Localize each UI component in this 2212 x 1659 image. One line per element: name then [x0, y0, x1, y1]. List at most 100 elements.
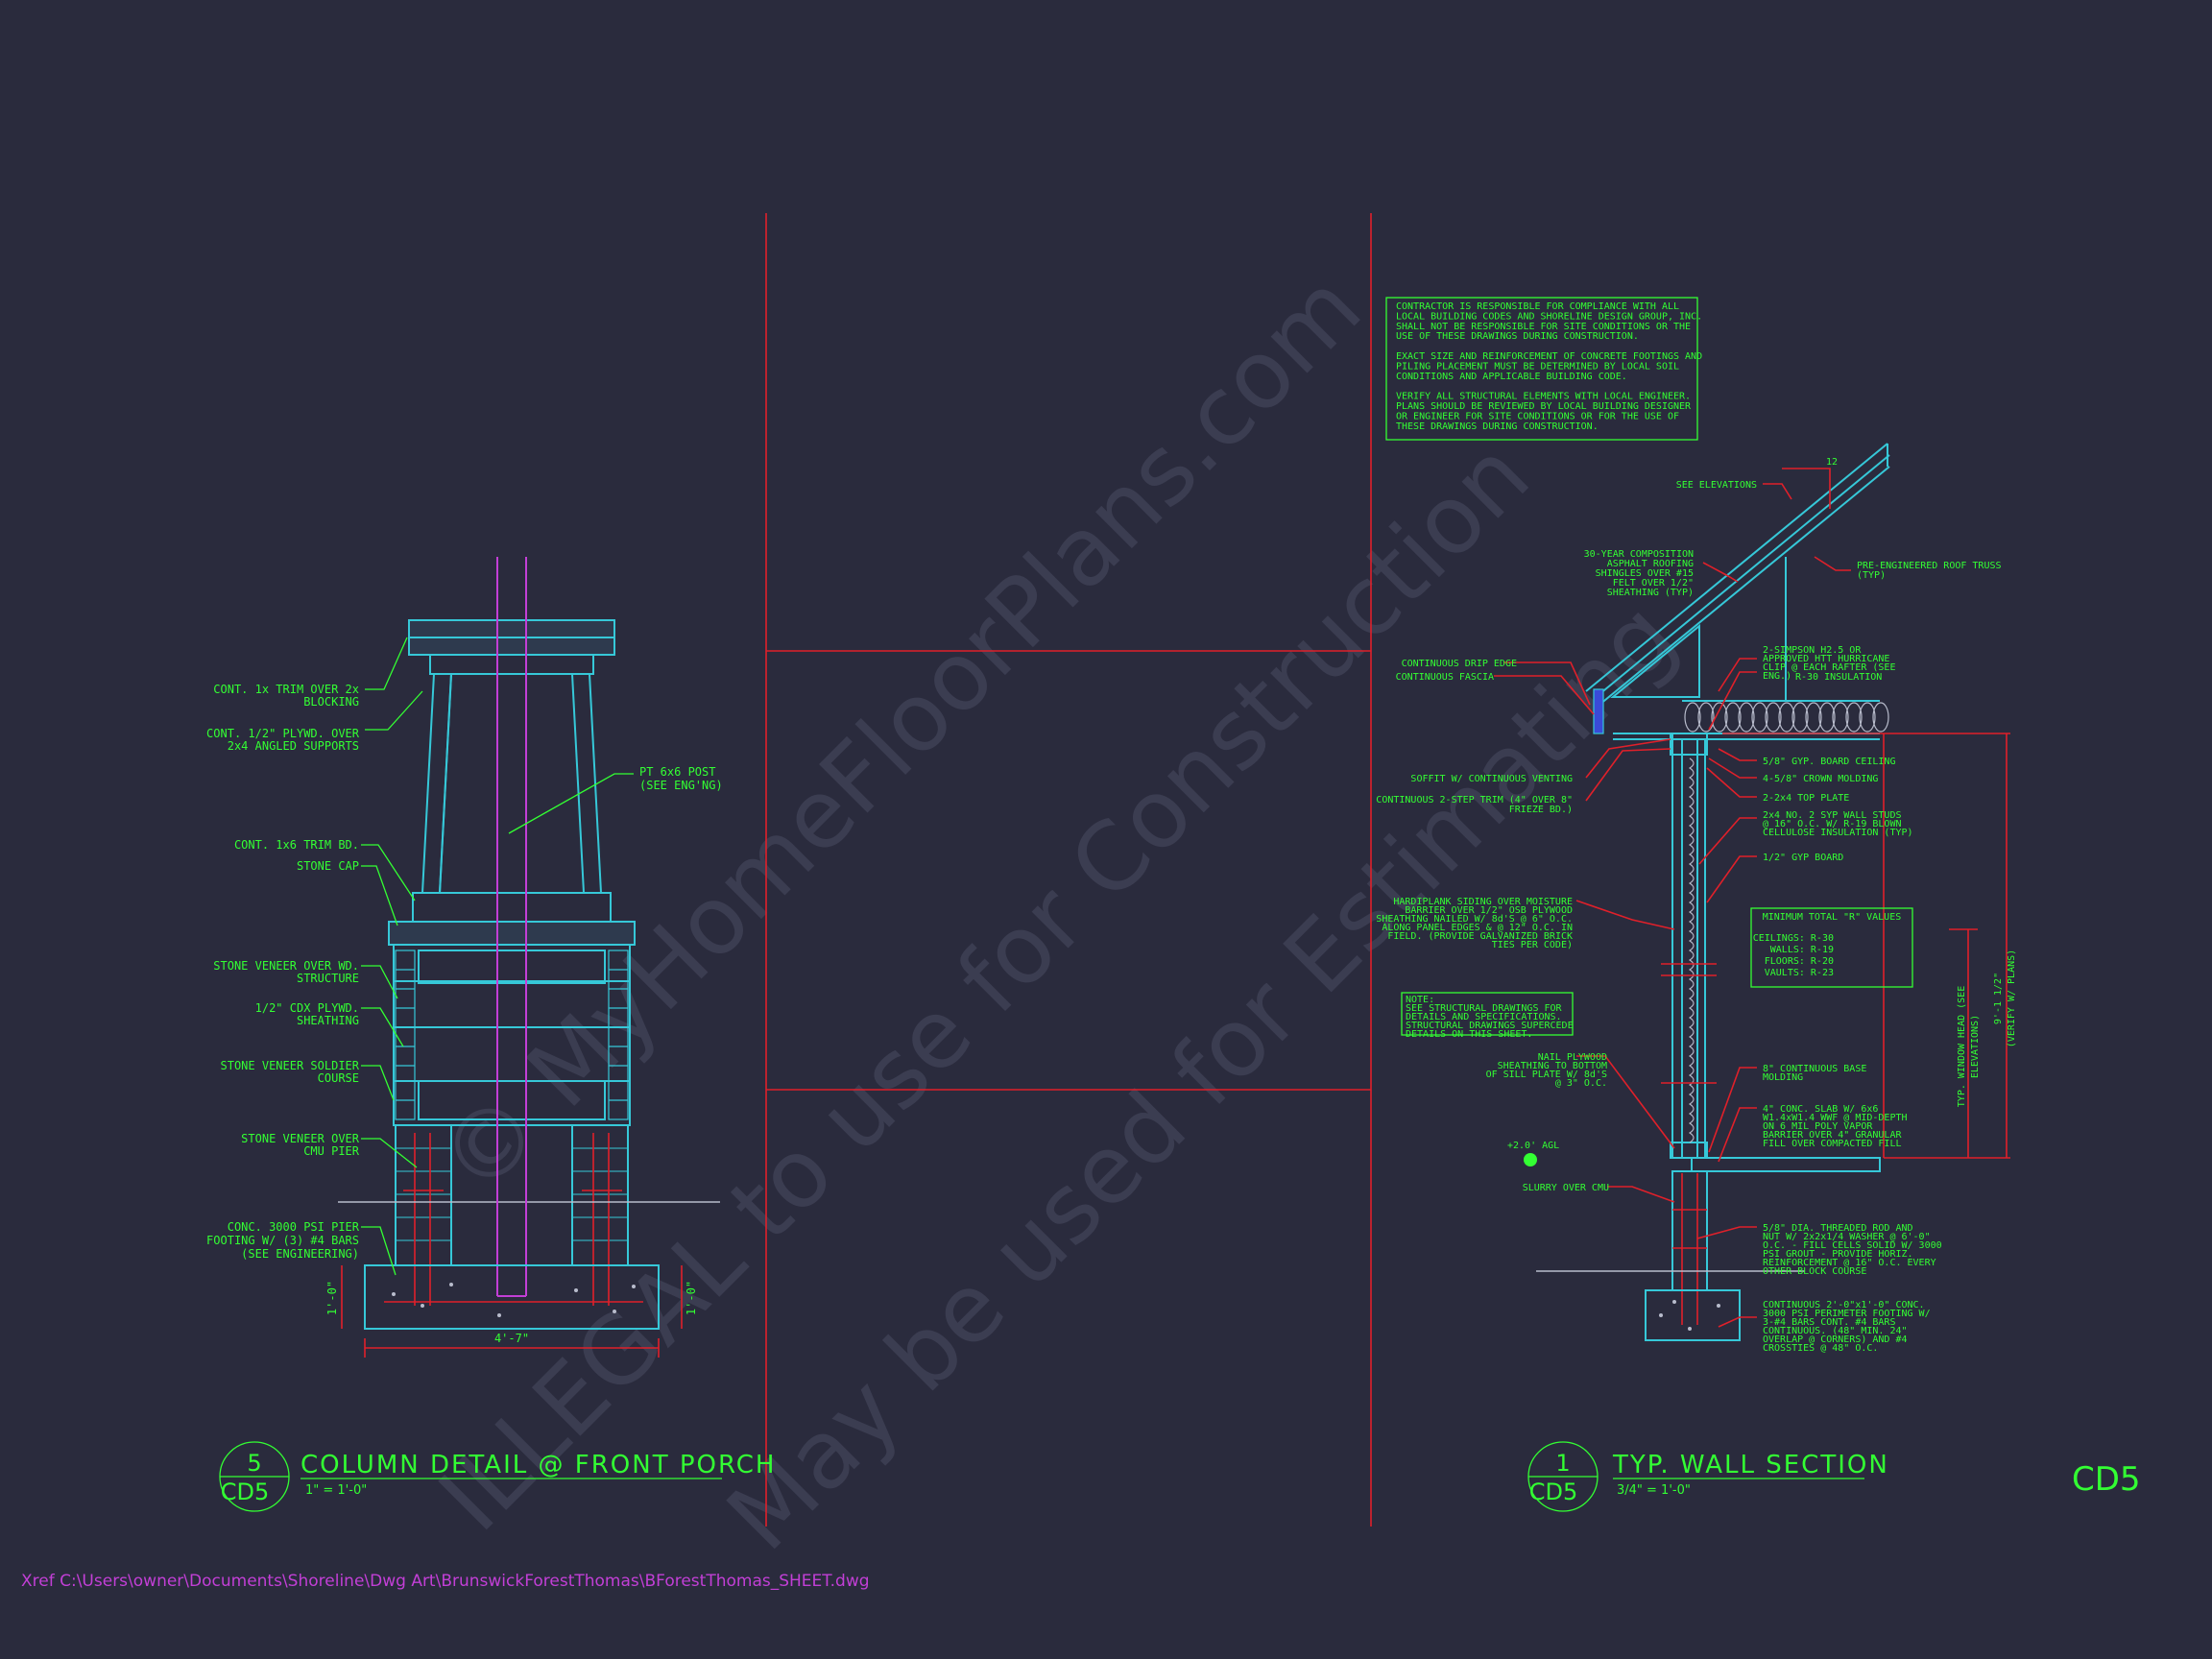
label-trim-blocking-2: BLOCKING	[303, 695, 359, 709]
label-ftg-3: 3-#4 BARS CONT. #4 BARS	[1763, 1317, 1895, 1328]
label-r-ceilings: CEILINGS: R-30	[1753, 933, 1834, 944]
general-note-line: THESE DRAWINGS DURING CONSTRUCTION.	[1396, 421, 1599, 432]
label-ftg-4: CONTINUOUS. (48" MIN. 24"	[1763, 1326, 1908, 1336]
batt-loop	[1684, 702, 1701, 733]
general-note-line: VERIFY ALL STRUCTURAL ELEMENTS WITH LOCA…	[1396, 392, 1691, 402]
general-note-line: EXACT SIZE AND REINFORCEMENT OF CONCRETE…	[1396, 351, 1702, 362]
label-soffit: SOFFIT W/ CONTINUOUS VENTING	[1410, 774, 1573, 784]
label-note-5: DETAILS ON THIS SHEET.	[1406, 1029, 1532, 1040]
label-ftg-1: CONTINUOUS 2'-0"x1'-0" CONC.	[1763, 1300, 1925, 1310]
general-note-line: SHALL NOT BE RESPONSIBLE FOR SITE CONDIT…	[1396, 322, 1691, 332]
general-note-line: PILING PLACEMENT MUST BE DETERMINED BY L…	[1396, 361, 1679, 372]
label-rod-5: REINFORCEMENT @ 16" O.C. EVERY	[1763, 1258, 1936, 1268]
label-top-plate: 2-2x4 TOP PLATE	[1763, 793, 1849, 804]
label-ftg-6: CROSSTIES @ 48" O.C.	[1763, 1343, 1878, 1354]
dim-width: 4'-7"	[494, 1332, 529, 1345]
label-shingles-5: SHEATHING (TYP)	[1607, 588, 1694, 598]
batt-loop	[1859, 702, 1876, 733]
label-base-1: 8" CONTINUOUS BASE	[1763, 1064, 1866, 1074]
xref-path: Xref C:\Users\owner\Documents\Shoreline\…	[21, 1572, 870, 1591]
pt-6x6-post	[496, 557, 527, 1297]
column-detail-number: 5	[247, 1450, 261, 1477]
general-note-line: USE OF THESE DRAWINGS DURING CONSTRUCTIO…	[1396, 331, 1639, 342]
label-siding-1: HARDIPLANK SIDING OVER MOISTURE	[1393, 897, 1573, 907]
label-soldier-2: COURSE	[318, 1071, 359, 1085]
label-rod-2: NUT W/ 2x2x1/4 WASHER @ 6'-0"	[1763, 1232, 1931, 1242]
wall-section-drawing	[1524, 443, 2010, 1341]
batt-loop	[1791, 702, 1809, 733]
label-veneer-wd-2: STRUCTURE	[297, 972, 359, 985]
wall-section-number: 1	[1555, 1450, 1570, 1477]
label-cdx-2: SHEATHING	[297, 1014, 359, 1027]
label-slab-2: W1.4xW1.4 WWF @ MID-DEPTH	[1763, 1113, 1908, 1123]
label-footing-1: CONC. 3000 PSI PIER	[228, 1220, 360, 1234]
label-r-walls: WALLS: R-19	[1770, 945, 1834, 955]
column-detail-drawing	[338, 557, 720, 1358]
column-detail-title-block: 5 CD5 COLUMN DETAIL @ FRONT PORCH 1" = 1…	[219, 1441, 776, 1512]
fascia	[1593, 688, 1604, 734]
label-r-floors: FLOORS: R-20	[1765, 956, 1834, 967]
label-shingles-4: FELT OVER 1/2"	[1613, 578, 1694, 589]
label-truss-1: PRE-ENGINEERED ROOF TRUSS	[1857, 561, 2002, 571]
label-gyp-board: 1/2" GYP BOARD	[1763, 853, 1843, 863]
column-detail-sheet: CD5	[221, 1479, 270, 1505]
label-siding-6: TIES PER CODE)	[1492, 940, 1573, 950]
pier-footing	[364, 1264, 660, 1330]
wall-section-sheet: CD5	[1529, 1479, 1578, 1505]
general-note-line: CONDITIONS AND APPLICABLE BUILDING CODE.	[1396, 372, 1627, 382]
ceiling-batt-insulation	[1684, 702, 1889, 733]
label-agl: +2.0' AGL	[1507, 1141, 1559, 1151]
label-post-2: (SEE ENG'NG)	[639, 779, 723, 792]
batt-loop	[1697, 702, 1715, 733]
label-ftg-5: OVERLAP @ CORNERS) AND #4	[1763, 1334, 1908, 1345]
column-detail-scale: 1" = 1'-0"	[305, 1483, 367, 1498]
label-studs-1: 2x4 NO. 2 SYP WALL STUDS	[1763, 810, 1902, 821]
structural-note-box	[1401, 992, 1574, 1036]
label-studs-2: @ 16" O.C. W/ R-19 BLOWN	[1763, 819, 1902, 830]
label-r30: R-30 INSULATION	[1795, 672, 1882, 683]
label-nail-2: SHEATHING TO BOTTOM	[1498, 1061, 1607, 1071]
label-slab-3: ON 6 MIL POLY VAPOR	[1763, 1121, 1873, 1132]
label-step-trim-1: CONTINUOUS 2-STEP TRIM (4" OVER 8"	[1376, 795, 1573, 805]
label-pitch: 12	[1826, 457, 1838, 468]
wall-batt-path	[1688, 757, 1695, 1143]
label-slurry: SLURRY OVER CMU	[1523, 1183, 1609, 1193]
general-notes-box: CONTRACTOR IS RESPONSIBLE FOR COMPLIANCE…	[1385, 297, 1702, 441]
column-leaders	[361, 637, 634, 1276]
sheet-id: CD5	[2072, 1460, 2141, 1499]
label-cmu-1: STONE VENEER OVER	[241, 1132, 360, 1145]
batt-loop	[1751, 702, 1768, 733]
wall-batt-insulation	[1688, 757, 1695, 1143]
dim-height-right: 1'-0"	[685, 1281, 698, 1315]
viewport-dividers	[765, 213, 1372, 1527]
label-veneer-wd-1: STONE VENEER OVER WD.	[213, 959, 359, 973]
label-fascia: CONTINUOUS FASCIA	[1396, 672, 1494, 683]
label-rod-1: 5/8" DIA. THREADED ROD AND	[1763, 1223, 1913, 1234]
wall-leaders	[1494, 483, 1851, 1328]
batt-loop	[1711, 702, 1728, 733]
general-note-line: PLANS SHOULD BE REVIEWED BY LOCAL BUILDI…	[1396, 401, 1692, 412]
wall-section-scale: 3/4" = 1'-0"	[1617, 1483, 1691, 1498]
batt-loop	[1872, 702, 1889, 733]
label-siding-3: SHEATHING NAILED W/ 8d'S @ 6" O.C.	[1376, 914, 1573, 925]
label-footing-2: FOOTING W/ (3) #4 BARS	[206, 1234, 359, 1247]
label-hurricane-4: ENG.)	[1763, 671, 1791, 682]
batt-loop	[1845, 702, 1863, 733]
label-hurricane-3: CLIP @ EACH RAFTER (SEE	[1763, 662, 1895, 673]
label-drip-edge: CONTINUOUS DRIP EDGE	[1402, 659, 1517, 669]
label-slab-4: BARRIER OVER 4" GRANULAR	[1763, 1130, 1902, 1141]
label-window-head-2: ELEVATIONS)	[1970, 1015, 1981, 1078]
general-note-line: LOCAL BUILDING CODES AND SHORELINE DESIG…	[1396, 311, 1702, 322]
label-nail-3: OF SILL PLATE W/ 8d'S	[1486, 1070, 1607, 1080]
label-ceiling-height-2: (VERIFY W/ PLANS)	[2007, 950, 2017, 1047]
column-detail-title: COLUMN DETAIL @ FRONT PORCH	[301, 1451, 776, 1479]
label-note-3: DETAILS AND SPECIFICATIONS.	[1406, 1012, 1562, 1022]
label-footing-3: (SEE ENGINEERING)	[241, 1247, 359, 1261]
label-note-4: STRUCTURAL DRAWINGS SUPERCEDE	[1406, 1021, 1574, 1031]
label-soldier-1: STONE VENEER SOLDIER	[221, 1059, 360, 1072]
label-rod-6: OTHER BLOCK COURSE	[1763, 1266, 1866, 1277]
r-values-box	[1750, 907, 1913, 988]
label-r-vaults: VAULTS: R-23	[1765, 968, 1834, 978]
label-gyp-ceiling: 5/8" GYP. BOARD CEILING	[1763, 757, 1895, 767]
batt-loop	[1778, 702, 1795, 733]
